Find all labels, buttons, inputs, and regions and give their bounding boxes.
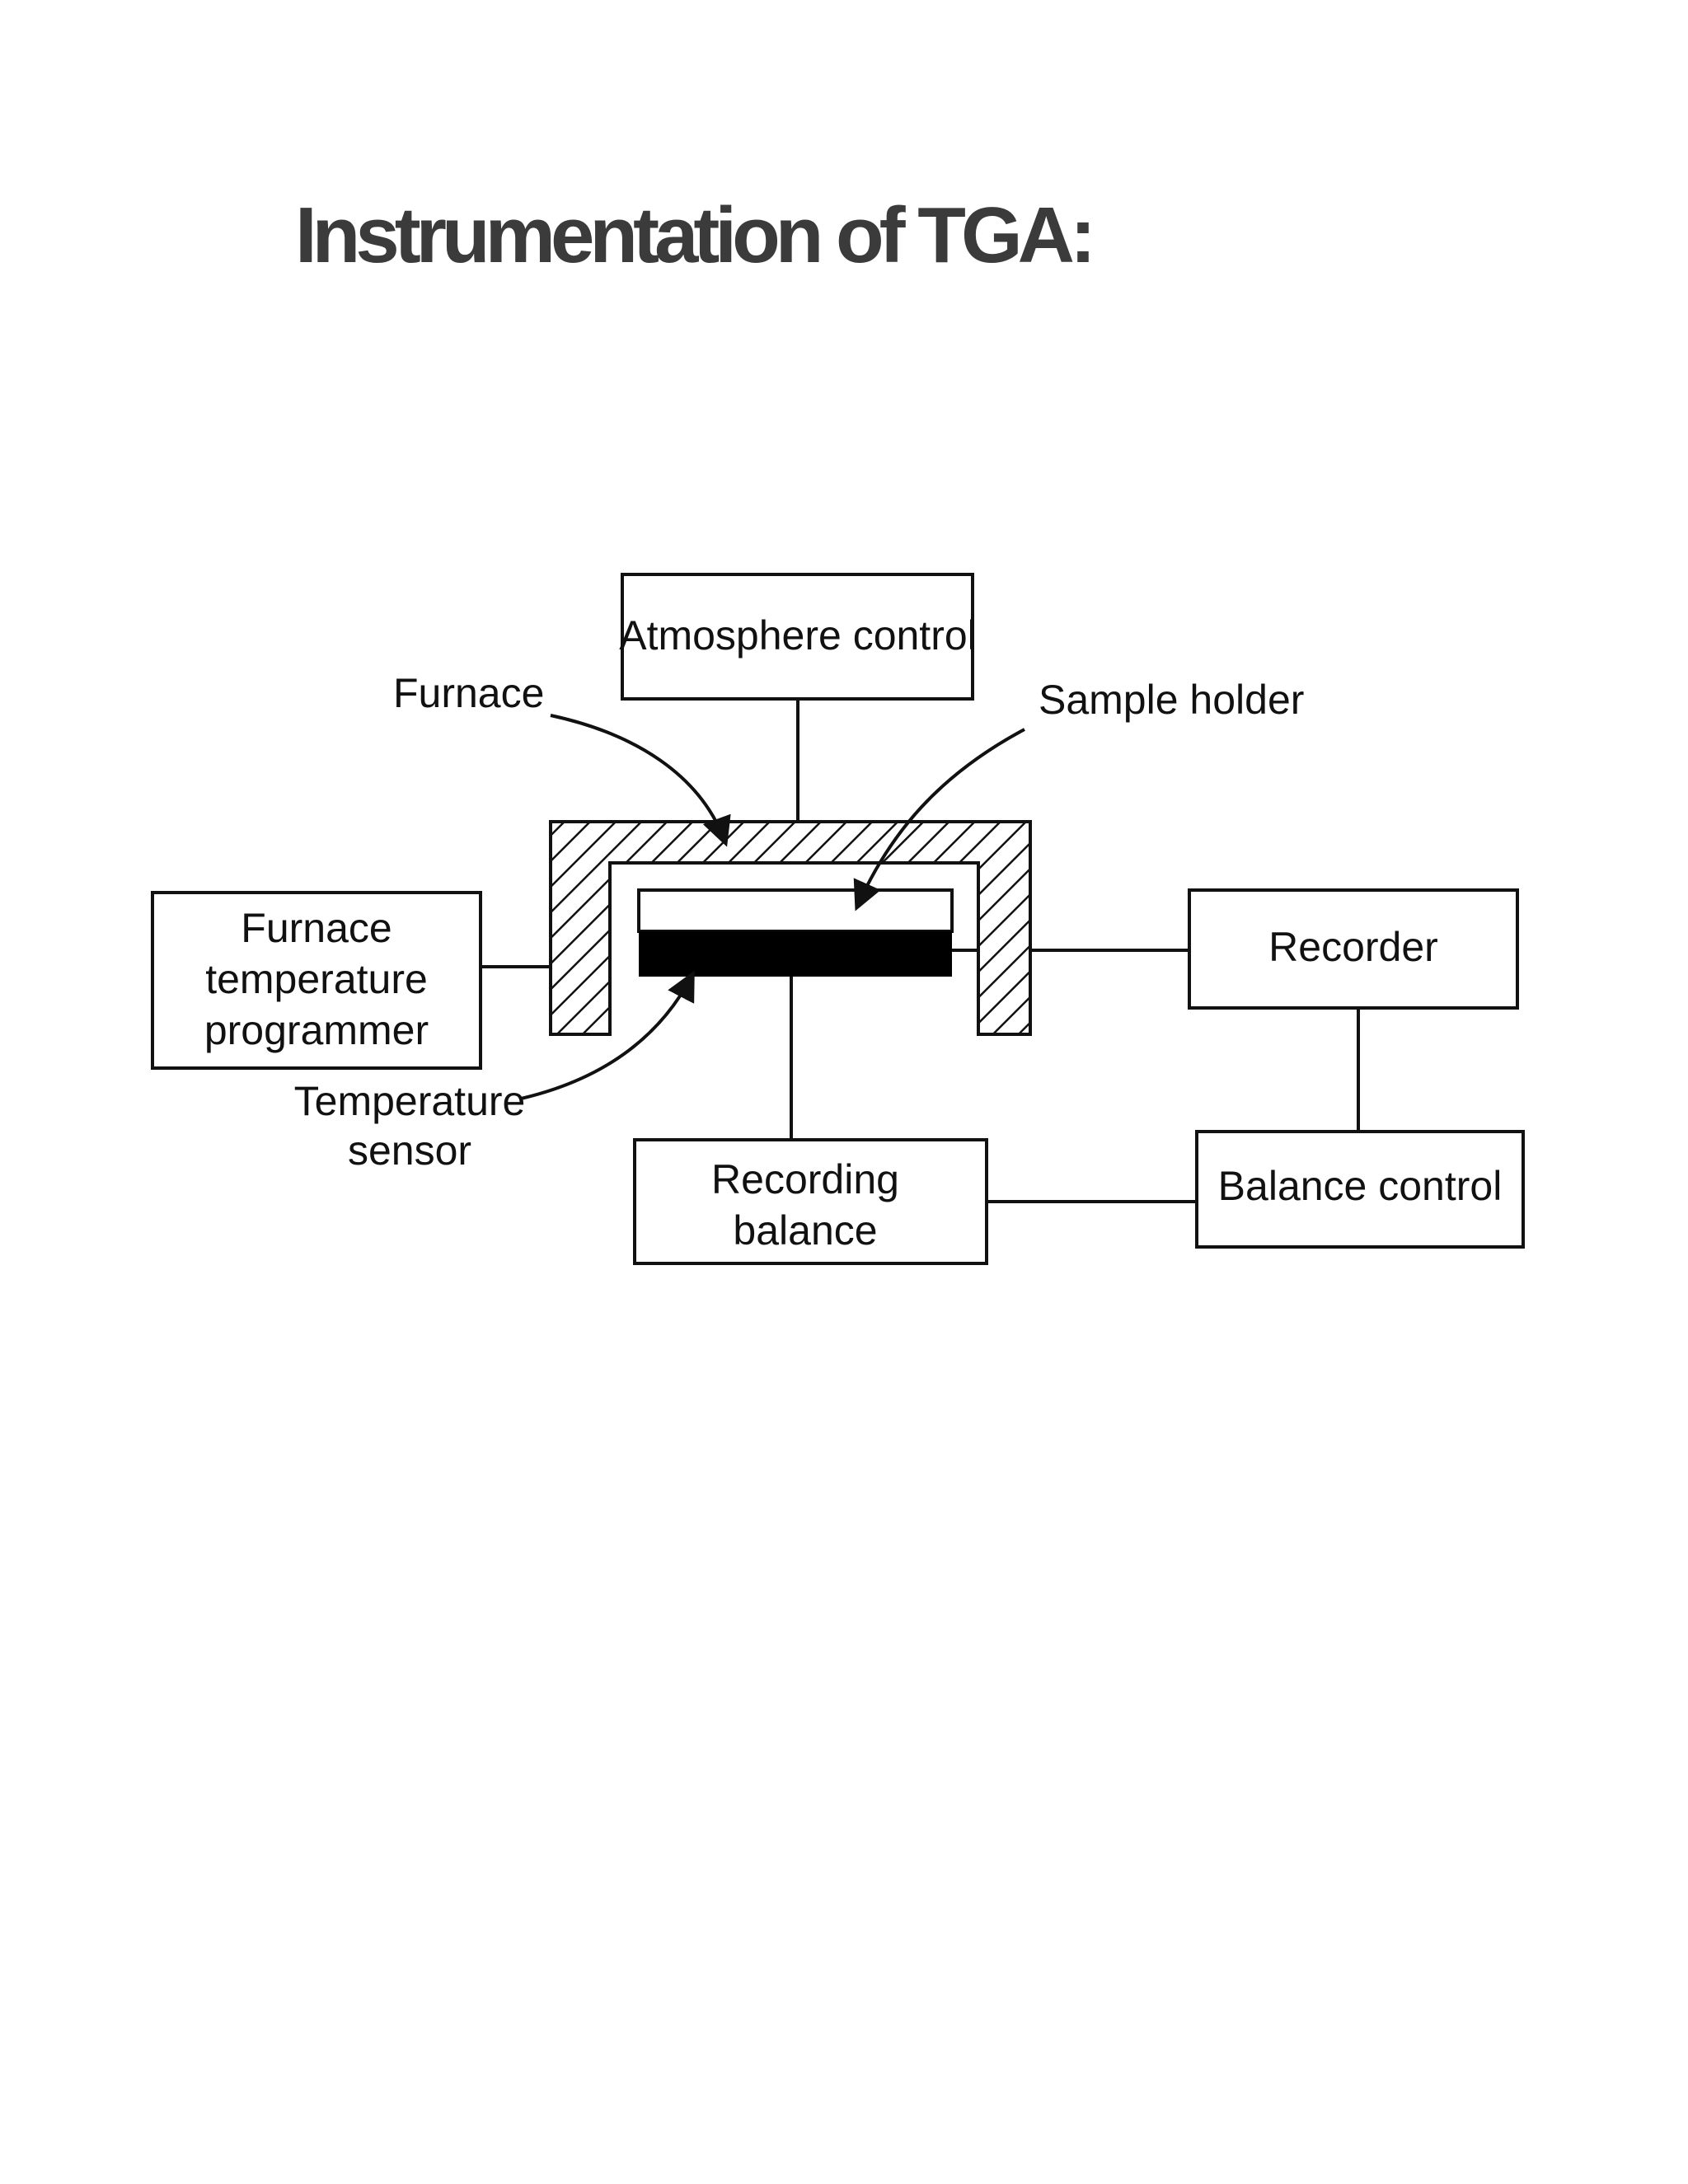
temperature-sensor-leader-arrow bbox=[520, 970, 695, 1100]
temperature-sensor-callout-label-line-2: sensor bbox=[348, 1127, 471, 1174]
recording-balance-label-line-1: Recording bbox=[711, 1156, 899, 1202]
sample-holder-leader-arrow bbox=[853, 728, 1025, 912]
furnace-body bbox=[549, 820, 1032, 1036]
temperature-sensor-callout-label-line-1: Temperature bbox=[294, 1078, 526, 1124]
furnace-leader-arrow bbox=[550, 714, 731, 847]
recording-balance-box: Recording balance bbox=[633, 1138, 988, 1265]
furnace-callout-label: Furnace bbox=[393, 670, 544, 716]
furnace-temperature-programmer-label-line-1: Furnace bbox=[241, 905, 392, 951]
balance-control-label: Balance control bbox=[1218, 1163, 1503, 1209]
balance-control-box: Balance control bbox=[1195, 1130, 1525, 1249]
furnace-temperature-programmer-label-line-2: temperature bbox=[205, 956, 428, 1002]
furnace-temperature-programmer-label-line-3: programmer bbox=[204, 1007, 429, 1053]
atmosphere-control-label: Atmosphere control bbox=[619, 612, 977, 658]
sample-holder-base bbox=[639, 931, 952, 977]
furnace-temperature-programmer-box: Furnace temperature programmer bbox=[151, 891, 482, 1070]
recording-balance-label-line-2: balance bbox=[733, 1207, 877, 1254]
recorder-box: Recorder bbox=[1188, 888, 1519, 1010]
page-title: Instrumentation of TGA: bbox=[295, 191, 1096, 279]
recorder-label: Recorder bbox=[1268, 924, 1438, 970]
sample-holder-callout-label: Sample holder bbox=[1039, 677, 1304, 723]
sample-holder-top bbox=[637, 888, 954, 933]
atmosphere-control-box: Atmosphere control bbox=[619, 573, 977, 701]
